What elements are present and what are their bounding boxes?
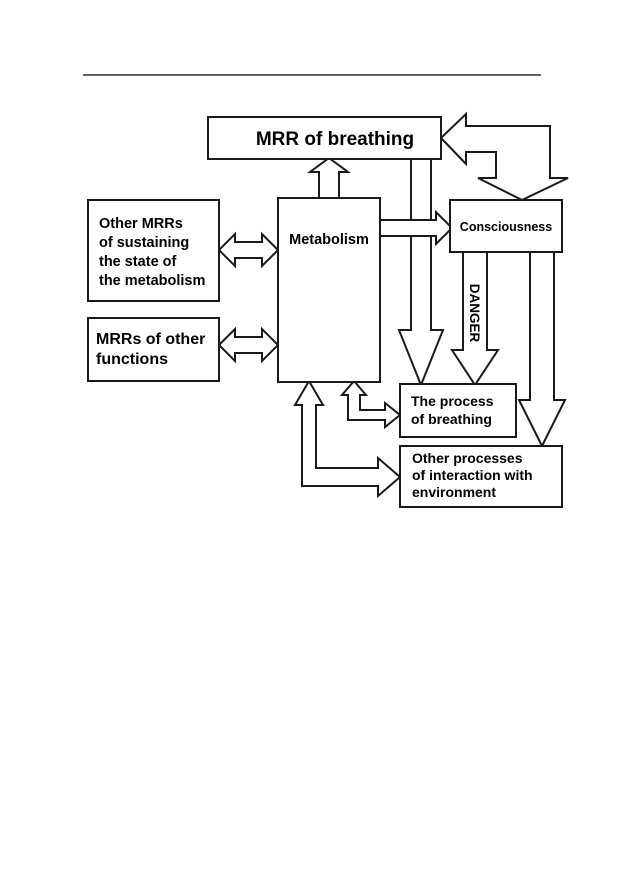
arrow-metabolism-process-breathing (339, 379, 402, 430)
mrrs-other-functions-line-2: functions (96, 351, 168, 368)
mrrs-other-functions-box (87, 317, 220, 382)
other-mrrs-line-4: the metabolism (99, 273, 205, 289)
arrow-consciousness-to-other-processes (517, 251, 567, 449)
arrow-danger (450, 251, 500, 387)
arrow-other-mrrs-metabolism (217, 231, 280, 269)
arrow-mrr-breathing-to-process-breathing (397, 157, 445, 388)
danger-label: DANGER (467, 284, 482, 343)
mrrs-other-functions-label: MRRs of other functions (96, 331, 210, 368)
metabolism-box (277, 197, 381, 383)
other-mrrs-box (87, 199, 220, 302)
mrr-breathing-box (207, 116, 442, 160)
other-processes-box (399, 445, 563, 508)
other-mrrs-label: Other MRRs of sustaining the state of th… (99, 216, 205, 289)
other-mrrs-line-3: the state of (99, 254, 177, 270)
other-mrrs-line-2: of sustaining (99, 235, 189, 251)
process-breathing-line-2: of breathing (411, 411, 492, 427)
arrow-metabolism-to-mrr-breathing (306, 156, 352, 199)
consciousness-box (449, 199, 563, 253)
other-processes-line-1: Other processes (412, 450, 523, 466)
other-processes-line-3: environment (412, 484, 496, 500)
arrow-mrrs-other-functions-metabolism (217, 326, 280, 364)
mrrs-other-functions-line-1: MRRs of other (96, 331, 205, 348)
process-breathing-line-1: The process (411, 393, 494, 409)
mrr-breathing-label: MRR of breathing (256, 129, 414, 150)
other-mrrs-line-1: Other MRRs (99, 216, 183, 232)
other-processes-line-2: of interaction with (412, 467, 533, 483)
process-breathing-label: The process of breathing (411, 393, 497, 427)
consciousness-label: Consciousness (460, 220, 552, 234)
arrow-consciousness-mrr-breathing (439, 111, 569, 202)
arrow-metabolism-to-consciousness (379, 209, 454, 247)
other-processes-label: Other processes of interaction with envi… (412, 450, 536, 500)
process-breathing-box (399, 383, 517, 438)
metabolism-label: Metabolism (289, 232, 369, 248)
